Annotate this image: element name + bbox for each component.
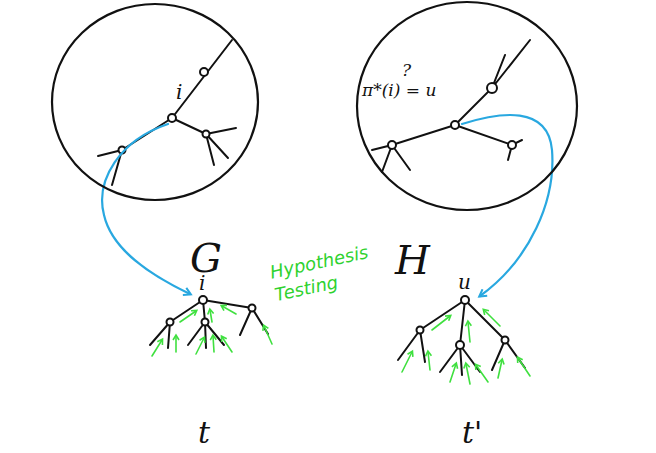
vertex-label: π*(i) = u — [362, 82, 436, 99]
message-arrows — [152, 306, 530, 384]
vertex-label: i — [176, 82, 182, 102]
graph-region: H — [355, 0, 580, 290]
vertex-label: u — [458, 272, 471, 292]
annotation-note: Hypothesis Testing — [268, 241, 375, 306]
vertex-label: i — [199, 273, 205, 293]
vertex-label: t' — [462, 418, 482, 448]
tree-t — [150, 296, 268, 348]
graph-name: G — [190, 238, 222, 278]
graph-h — [372, 40, 530, 172]
graph-region: G — [50, 2, 260, 284]
graph-g — [98, 40, 236, 185]
vertex-label: ? — [402, 62, 411, 79]
tree-t-prime — [398, 296, 525, 375]
region-outline — [355, 0, 580, 290]
vertex-label: t — [198, 418, 210, 448]
region-outline — [50, 2, 260, 284]
graph-name: H — [395, 240, 430, 280]
